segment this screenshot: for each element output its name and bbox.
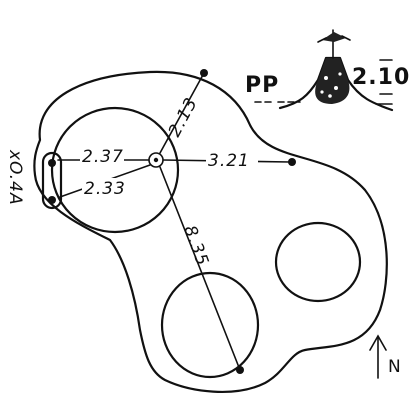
side-label: xO.4A	[5, 149, 25, 206]
ne-endpoint	[200, 69, 208, 77]
center-station-dot	[153, 157, 159, 163]
distance-label-east: 3.21	[208, 151, 250, 171]
east-endpoint	[288, 158, 296, 166]
survey-pillar-icon	[278, 29, 394, 112]
line-ne	[159, 72, 205, 154]
bg-d-east	[206, 150, 258, 170]
bg-d-upper	[80, 146, 124, 166]
bottom-circle	[160, 271, 260, 379]
site-boundary	[33, 70, 388, 393]
outline-label: PP	[245, 73, 279, 98]
upper-circle	[50, 106, 180, 234]
bg-d-lower	[82, 178, 126, 198]
north-arrow-icon	[369, 334, 387, 379]
line-south	[159, 166, 241, 371]
capsule-bottom-dot	[48, 196, 56, 204]
distance-label-ne: 2.13	[165, 94, 202, 140]
south-endpoint	[236, 366, 244, 374]
capsule-top-dot	[48, 159, 56, 167]
right-circle	[274, 221, 362, 303]
capsule-marker	[41, 151, 63, 210]
pillar-height-label: 2.10	[352, 65, 410, 90]
distance-label-lower: 2.33	[84, 179, 126, 199]
distance-label-upper: 2.37	[82, 147, 124, 167]
north-label: N	[388, 357, 402, 377]
distance-label-south: 8.35	[179, 223, 212, 269]
